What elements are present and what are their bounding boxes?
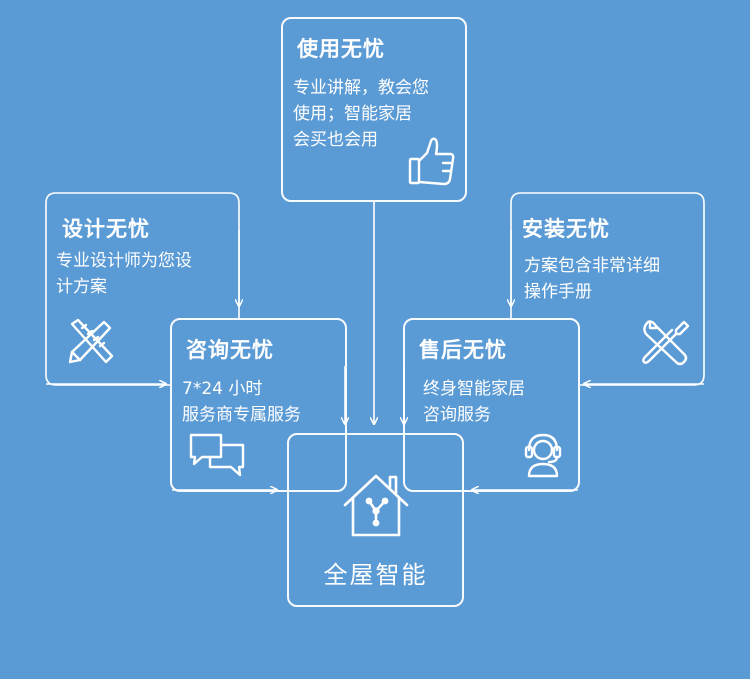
thumbs-up-icon [408, 137, 455, 186]
card-aftersale-line-1: 终身智能家居 [423, 379, 525, 399]
card-usage-desc: 专业讲解，教会您 使用；智能家居 会买也会用 [293, 75, 429, 153]
card-design-line-2: 计方案 [56, 277, 107, 297]
card-usage-line-1: 专业讲解，教会您 [293, 78, 429, 98]
chat-bubbles-icon [189, 433, 245, 477]
card-consult-line-1: 7*24 小时 [182, 379, 263, 399]
card-aftersale-line-2: 咨询服务 [423, 405, 491, 425]
card-install-line-2: 操作手册 [524, 282, 592, 302]
card-install-desc: 方案包含非常详细 操作手册 [524, 253, 660, 305]
design-card-outline [45, 192, 240, 386]
card-design-title: 设计无忧 [62, 217, 150, 241]
card-center: 全屋智能 [287, 433, 464, 607]
card-aftersale: 售后无忧 终身智能家居 咨询服务 [403, 318, 580, 492]
install-card-outline [510, 192, 705, 386]
card-consult-line-2: 服务商专属服务 [182, 405, 301, 425]
card-design-desc: 专业设计师为您设 计方案 [56, 248, 192, 300]
smart-home-icon [343, 474, 409, 537]
card-usage-line-2: 使用；智能家居 [293, 104, 412, 124]
headset-agent-icon [524, 433, 562, 478]
center-label: 全屋智能 [323, 561, 428, 589]
card-aftersale-title: 售后无忧 [419, 338, 507, 362]
pencil-ruler-icon [68, 318, 114, 364]
card-consult-title: 咨询无忧 [186, 338, 274, 362]
wrench-screwdriver-icon [642, 320, 690, 366]
card-usage-line-3: 会买也会用 [293, 130, 378, 150]
card-consult-desc: 7*24 小时 服务商专属服务 [182, 376, 301, 428]
card-usage: 使用无忧 专业讲解，教会您 使用；智能家居 会买也会用 [281, 17, 467, 202]
card-usage-title: 使用无忧 [297, 37, 385, 61]
card-aftersale-desc: 终身智能家居 咨询服务 [423, 376, 525, 428]
card-install-title: 安装无忧 [522, 217, 610, 241]
card-design-line-1: 专业设计师为您设 [56, 251, 192, 271]
card-install-line-1: 方案包含非常详细 [524, 256, 660, 276]
card-consult: 咨询无忧 7*24 小时 服务商专属服务 [170, 318, 347, 492]
